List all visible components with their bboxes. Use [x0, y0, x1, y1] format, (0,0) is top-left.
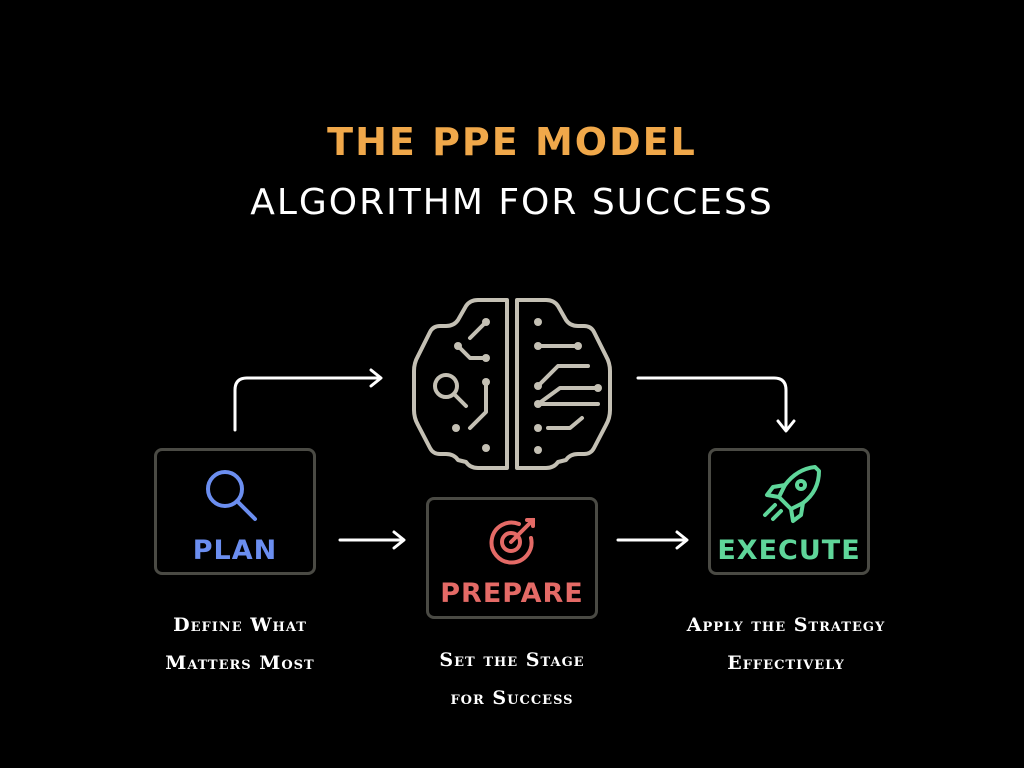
- arrowhead-brain-to-execute: [776, 419, 796, 433]
- rocket-icon: [763, 465, 821, 523]
- arrowhead-plan-to-brain: [369, 368, 383, 388]
- execute-box: EXECUTE: [708, 448, 870, 575]
- prepare-label: PREPARE: [440, 578, 584, 609]
- plan-label: PLAN: [192, 535, 278, 566]
- magnifier-icon: [206, 470, 257, 521]
- execute-label: EXECUTE: [717, 535, 861, 566]
- arrow-brain-to-execute: [636, 376, 788, 432]
- target-icon: [489, 518, 535, 565]
- execute-description: Apply the Strategy Effectively: [656, 606, 916, 682]
- arrowhead-prepare-to-execute: [675, 530, 689, 550]
- diagram-title: THE PPE MODEL: [327, 120, 697, 164]
- execute-description-line2: Effectively: [727, 652, 845, 674]
- prepare-box: PREPARE: [426, 497, 598, 619]
- execute-description-line1: Apply the Strategy: [686, 614, 886, 636]
- plan-description-line1: Define What: [173, 614, 307, 636]
- plan-box: PLAN: [154, 448, 316, 575]
- prepare-description-line2: for Success: [450, 687, 574, 709]
- prepare-description: Set the Stage for Success: [392, 641, 632, 717]
- plan-description: Define What Matters Most: [120, 606, 360, 682]
- arrowhead-plan-to-prepare: [392, 530, 406, 550]
- diagram-subtitle: ALGORITHM FOR SUCCESS: [250, 182, 774, 223]
- arrow-plan-to-brain: [233, 376, 382, 432]
- plan-description-line2: Matters Most: [165, 652, 315, 674]
- prepare-description-line1: Set the Stage: [439, 649, 585, 671]
